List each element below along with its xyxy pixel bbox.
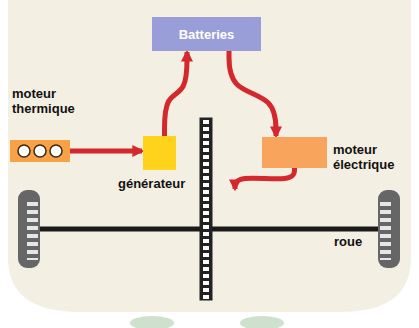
energy-flow-arrow xyxy=(70,149,142,154)
wheel-tread xyxy=(380,198,398,260)
cylinder xyxy=(18,145,30,157)
car-body xyxy=(8,0,411,312)
node-label: roue xyxy=(334,234,362,249)
headlight xyxy=(130,316,174,328)
cylinder xyxy=(50,145,62,157)
cylinder xyxy=(34,145,46,157)
wheel xyxy=(18,190,40,268)
node-label: Batteries xyxy=(179,27,235,42)
energy-flow-arrow xyxy=(235,168,295,189)
engine-box: moteur thermique xyxy=(10,140,70,162)
wheel-axle-assembly: roue xyxy=(18,190,400,268)
node-label: moteur électrique xyxy=(333,142,409,172)
headlight xyxy=(240,316,284,328)
gear xyxy=(200,118,212,300)
generator-box: générateur xyxy=(143,136,176,170)
node-label: générateur xyxy=(116,176,187,191)
node-label: moteur thermique xyxy=(12,86,104,116)
wheel xyxy=(378,190,400,268)
cylinder-icons xyxy=(10,140,70,162)
energy-flow-arrow xyxy=(165,52,188,136)
battery-box: Batteries xyxy=(152,17,261,51)
energy-flow-arrow xyxy=(229,51,276,136)
wheel-tread xyxy=(20,198,38,260)
motor-box: moteur électrique xyxy=(262,137,327,168)
